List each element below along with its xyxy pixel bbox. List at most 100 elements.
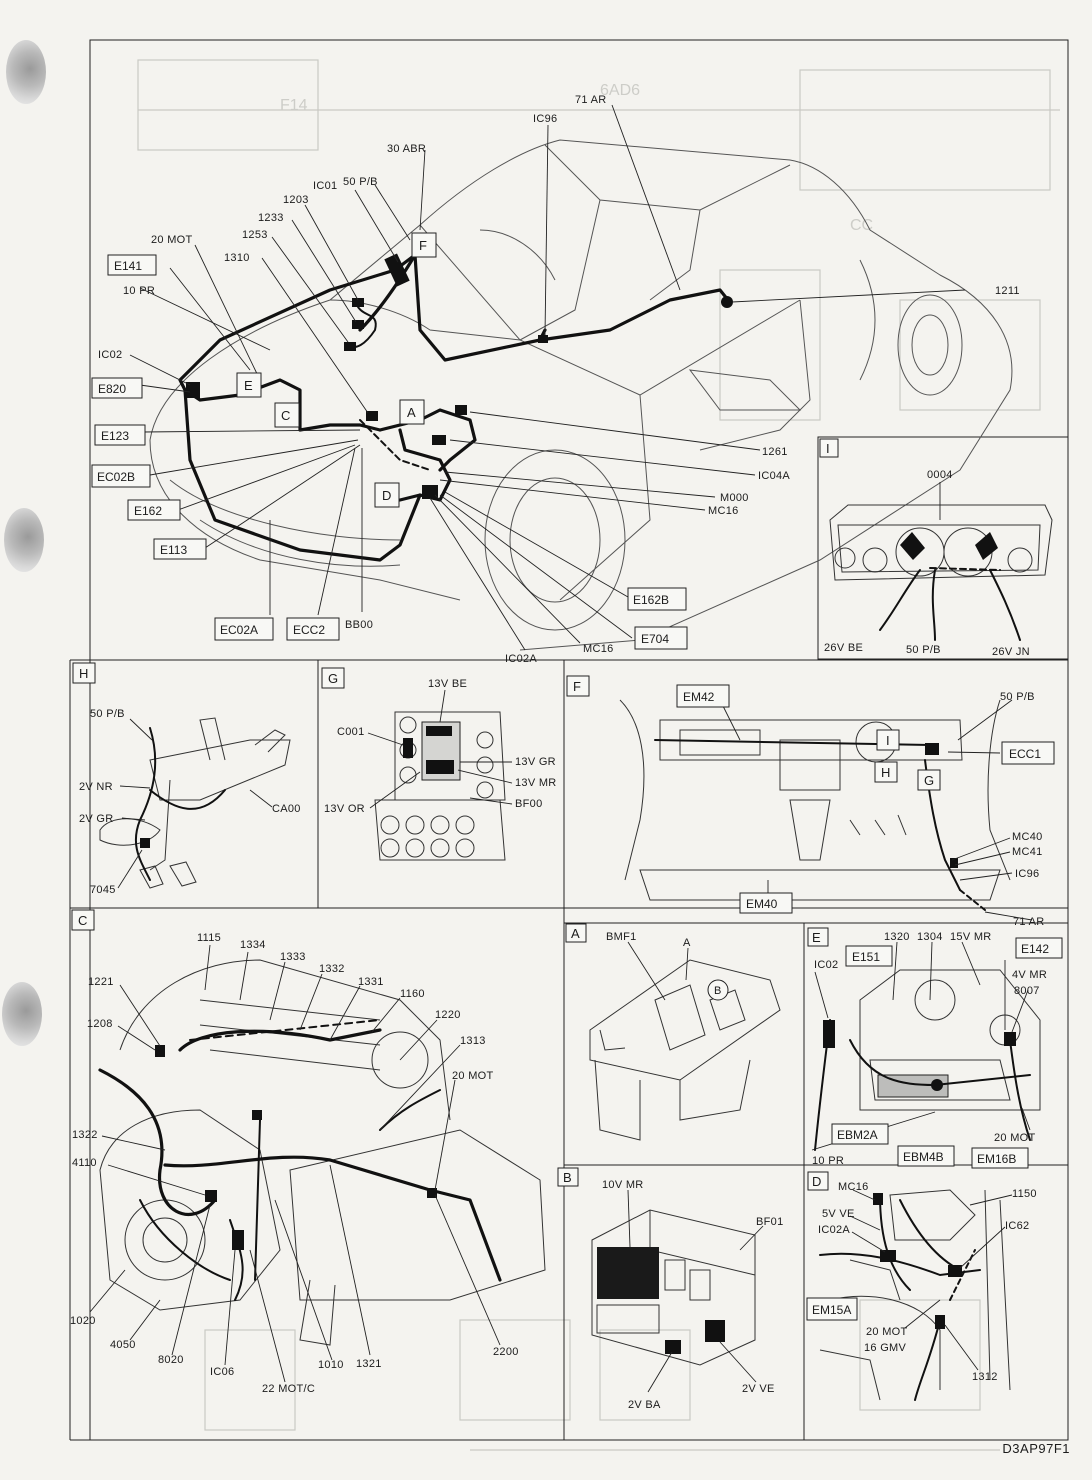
panel-c-label-1322: 1322 [72,1129,98,1141]
binder-hole-bottom [2,982,42,1046]
panel-d-label-1150: 1150 [1012,1188,1037,1200]
boxed-ebm4b: EBM4B [903,1150,944,1164]
panel-f: F I H G EM42 ECC1 EM40 50 P/B [566,675,1055,928]
panel-h-label-7045: 7045 [90,884,116,896]
main-connectors [186,253,733,499]
label-m000: M000 [720,492,749,504]
label-30abr: 30 ABR [387,143,426,155]
panel-c-label-1331: 1331 [358,976,384,988]
panel-c-label-22motc: 22 MOT/C [262,1383,315,1395]
boxed-em15a: EM15A [812,1303,851,1317]
panel-i-letter: I [826,441,830,456]
label-1261: 1261 [762,446,788,458]
boxed-ec02b: EC02B [97,470,135,484]
panel-f-label-50pb: 50 P/B [1000,691,1035,703]
panel-f-detail-h: H [881,765,890,780]
label-20mot: 20 MOT [151,234,193,246]
detail-letter-c: C [281,408,290,423]
panel-c-label-1313: 1313 [460,1035,486,1047]
panel-e-label-20mot: 20 MOT [994,1132,1036,1144]
panel-h-letter: H [79,666,88,681]
panel-f-label-71ar: 71 AR [1013,916,1044,928]
panel-b-label-bf01: BF01 [756,1216,784,1228]
panel-g-label-c001: C001 [337,726,365,738]
panel-h-label-50pb: 50 P/B [90,708,125,720]
boxed-e820: E820 [98,382,126,396]
panel-c-label-ic06: IC06 [210,1366,234,1378]
label-1233: 1233 [258,212,284,224]
binder-hole-middle [4,508,44,572]
panel-i-label-26v-jn: 26V JN [992,646,1030,658]
panel-d-label-20mot: 20 MOT [866,1326,908,1338]
boxed-em16b: EM16B [977,1152,1016,1166]
panel-frames [69,39,1069,1441]
svg-text:F14: F14 [280,97,308,114]
panel-c-label-4110: 4110 [72,1157,97,1169]
panel-e-letter: E [812,930,821,945]
document-code: D3AP97F1 [1002,1441,1070,1456]
panel-c-label-1333: 1333 [280,951,306,963]
panel-a-letter: A [571,926,580,941]
label-1211: 1211 [995,285,1020,297]
label-10pr: 10 PR [123,285,155,297]
main-view-detail-letters: F E C A D [236,232,437,508]
label-71ar: 71 AR [575,94,606,106]
panel-d-label-ic02a: IC02A [818,1224,850,1236]
label-mc16-b: MC16 [583,643,614,655]
panel-d-label-5v-ve: 5V VE [822,1208,855,1220]
panel-d: D EM15A MC16 5V VE IC02A 1150 IC62 20 MO… [806,1171,1037,1401]
panel-b: B 10V MR BF01 2V BA 2V VE [557,1167,784,1411]
panel-i-label-50pb: 50 P/B [906,644,941,656]
panel-d-label-ic62: IC62 [1005,1220,1029,1232]
panel-f-label-mc40: MC40 [1012,831,1043,843]
panel-i-label-26v-be: 26V BE [824,642,863,654]
detail-letter-a: A [407,405,416,420]
detail-letter-f: F [419,238,427,253]
boxed-ebm2a: EBM2A [837,1128,878,1142]
panel-f-detail-g: G [924,773,934,788]
panel-d-label-mc16: MC16 [838,1181,869,1193]
panel-a: A BMF1 A B [565,923,781,1141]
label-ic04a: IC04A [758,470,790,482]
svg-text:CC: CC [850,217,873,234]
boxed-em42: EM42 [683,690,715,704]
panel-c-label-1332: 1332 [319,963,345,975]
panel-c-label-8020: 8020 [158,1354,184,1366]
panel-h-label-ca00: CA00 [272,803,301,815]
panel-g-label-13v-or: 13V OR [324,803,365,815]
panel-c-label-20mot: 20 MOT [452,1070,494,1082]
boxed-e151: E151 [852,950,880,964]
panel-a-label-bmf1: BMF1 [606,931,637,943]
detail-letter-e: E [244,378,253,393]
panel-c-label-2200: 2200 [493,1346,519,1358]
boxed-e123: E123 [101,429,129,443]
boxed-e141: E141 [114,259,142,273]
panel-e-label-8007: 8007 [1014,985,1040,997]
panel-a-label-b: B [714,985,722,997]
panel-h-label-2v-nr: 2V NR [79,781,113,793]
panel-c-label-1334: 1334 [240,939,266,951]
svg-text:6AD6: 6AD6 [600,82,640,99]
panel-f-detail-i: I [886,733,890,748]
panel-c-letter: C [78,913,87,928]
bleed-through-background: 6AD6 CC F14 [137,59,1060,1451]
panel-g-label-13v-be: 13V BE [428,678,467,690]
panel-g-label-13v-gr: 13V GR [515,756,556,768]
detail-letter-d: D [382,488,391,503]
label-50pb: 50 P/B [343,176,378,188]
label-1310: 1310 [224,252,250,264]
panel-i-label-0004: 0004 [927,469,953,481]
panel-e-label-4v-mr: 4V MR [1012,969,1047,981]
panel-a-label-a: A [683,937,691,949]
panel-c-label-1115: 1115 [197,932,221,944]
panel-c-label-1321: 1321 [356,1358,382,1370]
panel-h: H 50 P/B 2V NR 2V GR CA00 7045 [72,662,301,896]
label-bb00: BB00 [345,619,373,631]
panel-c-label-1221: 1221 [88,976,114,988]
boxed-em40: EM40 [746,897,778,911]
panel-g-letter: G [328,671,338,686]
panel-g-label-bf00: BF00 [515,798,543,810]
panel-d-letter: D [812,1174,821,1189]
panel-c: C [70,909,546,1395]
